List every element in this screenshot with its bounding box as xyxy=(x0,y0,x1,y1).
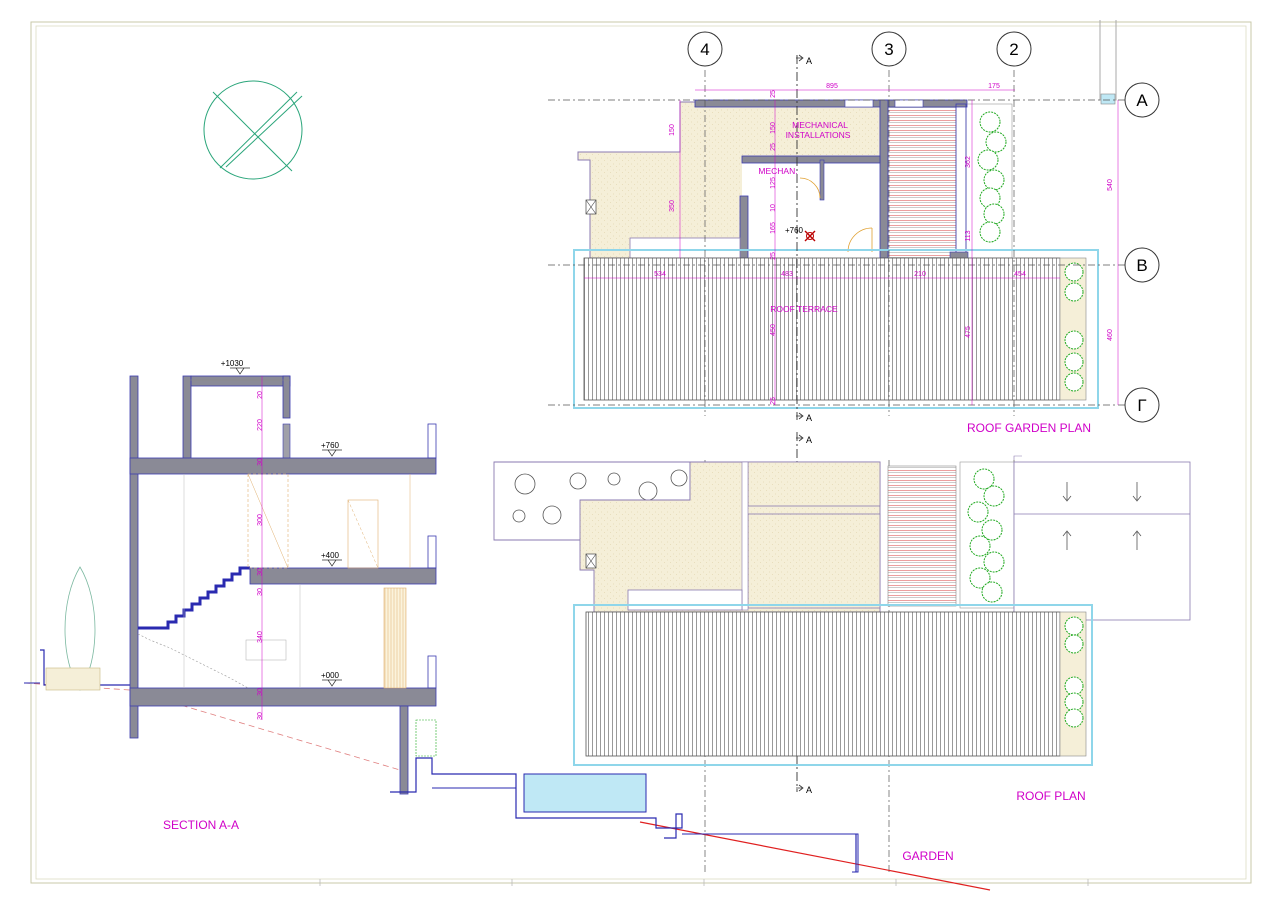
sdim-30c: 30 xyxy=(257,588,264,596)
plan-dimensions: 895 175 540 460 534 483 210 454 150 350 … xyxy=(654,83,1114,405)
cut-marker-a-4: A xyxy=(806,785,812,795)
dim-475: 475 xyxy=(965,326,972,338)
section-a-a xyxy=(23,367,991,891)
dim-175: 175 xyxy=(988,83,1000,90)
dim-165: 165 xyxy=(770,222,777,234)
room-label-roof-terrace: ROOF TERRACE xyxy=(770,304,838,314)
dim-450: 450 xyxy=(770,324,777,336)
tree-icons xyxy=(977,111,1084,392)
dim-125: 125 xyxy=(770,177,777,189)
label-garden: GARDEN xyxy=(902,849,953,863)
title-section-a-a: SECTION A-A xyxy=(163,818,239,832)
sdim-300: 300 xyxy=(257,514,264,526)
dim-25b: 25 xyxy=(770,143,777,151)
grid-row-g: Γ xyxy=(1137,396,1146,415)
dim-113: 113 xyxy=(965,230,972,241)
room-label-mechanical-1: MECHANICAL xyxy=(792,120,848,130)
north-compass-icon xyxy=(203,80,303,180)
grid-col-3: 3 xyxy=(884,40,893,59)
sdim-30a: 30 xyxy=(257,458,264,466)
plan-level-760: +760 xyxy=(785,226,804,235)
sdim-340: 340 xyxy=(257,631,264,643)
level-400: +400 xyxy=(321,551,340,560)
dim-10: 10 xyxy=(770,204,777,212)
grid-bubbles: 4 3 2 A B Γ xyxy=(687,31,1160,423)
level-marker-icon xyxy=(804,230,816,242)
dim-210: 210 xyxy=(914,271,926,278)
cut-marker-a-3: A xyxy=(806,435,812,445)
sdim-30b: 30 xyxy=(257,568,264,576)
roof-plan xyxy=(493,455,1191,766)
dim-483: 483 xyxy=(781,271,793,278)
grid-col-4: 4 xyxy=(700,40,709,59)
grid-col-2: 2 xyxy=(1009,40,1018,59)
dim-25d: 25 xyxy=(770,397,777,405)
dim-454: 454 xyxy=(1014,271,1026,278)
dim-540: 540 xyxy=(1107,179,1114,191)
sdim-20: 20 xyxy=(257,391,264,399)
section-cut-markers: A A A A xyxy=(796,54,812,795)
sdim-30d: 30 xyxy=(257,688,264,696)
sheet-border xyxy=(30,20,1252,886)
dim-350: 350 xyxy=(669,200,676,212)
cut-marker-a-1: A xyxy=(806,56,812,66)
title-roof-plan: ROOF PLAN xyxy=(1016,789,1085,803)
dim-25a: 25 xyxy=(770,90,777,98)
section-dimensions: 20 220 30 300 30 30 340 30 30 xyxy=(257,376,264,720)
sdim-30e: 30 xyxy=(257,712,264,720)
cut-marker-a-2: A xyxy=(806,413,812,423)
level-760: +760 xyxy=(321,441,340,450)
room-label-mechanical-2: INSTALLATIONS xyxy=(786,130,851,140)
dim-460: 460 xyxy=(1107,329,1114,341)
dim-895: 895 xyxy=(826,83,838,90)
grid-row-b: B xyxy=(1136,256,1147,275)
title-roof-garden-plan: ROOF GARDEN PLAN xyxy=(967,421,1091,435)
dim-534: 534 xyxy=(654,271,666,278)
dimension-lines xyxy=(584,89,1119,405)
level-1030: +1030 xyxy=(221,359,244,368)
sdim-220: 220 xyxy=(257,419,264,431)
room-label-mechan: MECHAN. xyxy=(758,166,797,176)
level-000: +000 xyxy=(321,671,340,680)
dim-150a: 150 xyxy=(669,124,676,136)
grid-row-a: A xyxy=(1136,91,1148,110)
dim-25c: 25 xyxy=(770,252,777,260)
dim-150b: 150 xyxy=(770,122,777,134)
roof-garden-plan xyxy=(573,99,1099,409)
dim-362: 362 xyxy=(965,156,972,168)
slope-arrow-icons xyxy=(1062,482,1142,550)
